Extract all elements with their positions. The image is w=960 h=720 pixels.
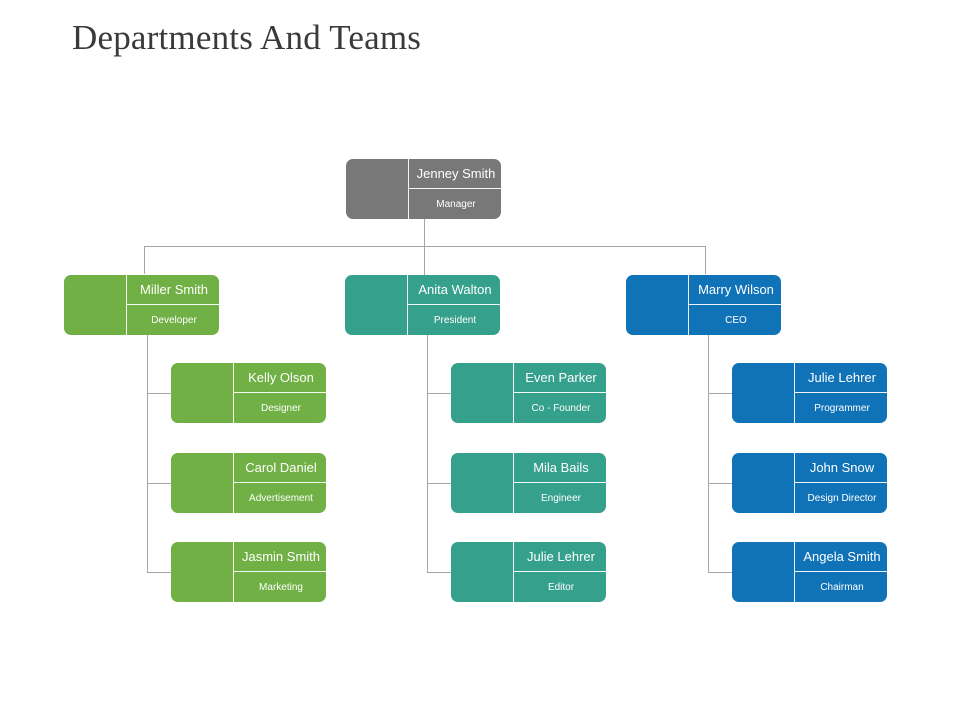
org-node-teal-report-3[interactable]: Julie Lehrer Editor: [451, 542, 608, 602]
org-node-blue-report-1-panel: Julie Lehrer Programmer: [794, 363, 889, 423]
org-node-green-report-1-role: Designer: [260, 402, 302, 414]
org-node-teal-report-1-name: Even Parker: [514, 363, 608, 393]
org-node-blue-report-1[interactable]: Julie Lehrer Programmer: [732, 363, 889, 423]
connector-stub-teal-1: [427, 393, 454, 394]
org-node-branch-green-head-panel: Miller Smith Developer: [126, 275, 221, 335]
org-node-green-report-2[interactable]: Carol Daniel Advertisement: [171, 453, 328, 513]
org-node-teal-report-2[interactable]: Mila Bails Engineer: [451, 453, 608, 513]
org-node-root-panel: Jenney Smith Manager: [408, 159, 503, 219]
connector-spine-green: [147, 334, 148, 572]
org-node-blue-report-3-role: Chairman: [820, 581, 864, 593]
org-node-blue-report-2[interactable]: John Snow Design Director: [732, 453, 889, 513]
org-node-root-role: Manager: [436, 198, 476, 210]
connector-stub-teal-3: [427, 572, 454, 573]
org-node-branch-blue-head-role: CEO: [725, 314, 747, 326]
org-node-green-report-2-name: Carol Daniel: [234, 453, 328, 483]
org-node-blue-report-2-role: Design Director: [807, 492, 877, 504]
org-node-green-report-2-panel: Carol Daniel Advertisement: [233, 453, 328, 513]
org-node-branch-teal-head-panel: Anita Walton President: [407, 275, 502, 335]
org-node-green-report-2-role: Advertisement: [249, 492, 313, 504]
connector-drop-blue: [705, 246, 706, 274]
org-node-teal-report-1-role: Co - Founder: [531, 402, 591, 414]
org-node-teal-report-3-name: Julie Lehrer: [514, 542, 608, 572]
org-node-branch-green-head[interactable]: Miller Smith Developer: [64, 275, 221, 335]
org-node-branch-teal-head-name: Anita Walton: [408, 275, 502, 305]
org-node-branch-blue-head-name: Marry Wilson: [689, 275, 783, 305]
org-node-teal-report-3-panel: Julie Lehrer Editor: [513, 542, 608, 602]
org-node-blue-report-1-name: Julie Lehrer: [795, 363, 889, 393]
org-node-blue-report-3-panel: Angela Smith Chairman: [794, 542, 889, 602]
org-node-blue-report-2-panel: John Snow Design Director: [794, 453, 889, 513]
org-node-green-report-1-name: Kelly Olson: [234, 363, 328, 393]
org-node-blue-report-3[interactable]: Angela Smith Chairman: [732, 542, 889, 602]
org-node-green-report-3-panel: Jasmin Smith Marketing: [233, 542, 328, 602]
org-node-blue-report-3-name: Angela Smith: [795, 542, 889, 572]
org-node-teal-report-1[interactable]: Even Parker Co - Founder: [451, 363, 608, 423]
org-node-branch-blue-head[interactable]: Marry Wilson CEO: [626, 275, 783, 335]
page-title: Departments And Teams: [72, 18, 422, 57]
connector-drop-green: [144, 246, 145, 274]
org-node-branch-blue-head-panel: Marry Wilson CEO: [688, 275, 783, 335]
connector-stub-blue-3: [708, 572, 735, 573]
org-node-blue-report-1-role: Programmer: [814, 402, 870, 414]
org-node-green-report-3-name: Jasmin Smith: [234, 542, 328, 572]
connector-stub-blue-2: [708, 483, 735, 484]
connector-stub-green-1: [147, 393, 174, 394]
connector-stub-green-3: [147, 572, 174, 573]
connector-stub-green-2: [147, 483, 174, 484]
org-node-green-report-3[interactable]: Jasmin Smith Marketing: [171, 542, 328, 602]
org-node-teal-report-2-name: Mila Bails: [514, 453, 608, 483]
org-node-root[interactable]: Jenney Smith Manager: [346, 159, 503, 219]
org-node-teal-report-3-role: Editor: [547, 581, 575, 593]
org-node-green-report-1-panel: Kelly Olson Designer: [233, 363, 328, 423]
org-node-branch-green-head-name: Miller Smith: [127, 275, 221, 305]
org-node-teal-report-1-panel: Even Parker Co - Founder: [513, 363, 608, 423]
org-node-root-name: Jenney Smith: [409, 159, 503, 189]
org-node-teal-report-2-panel: Mila Bails Engineer: [513, 453, 608, 513]
connector-stub-teal-2: [427, 483, 454, 484]
connector-spine-teal: [427, 334, 428, 572]
connector-spine-blue: [708, 334, 709, 572]
org-node-branch-teal-head[interactable]: Anita Walton President: [345, 275, 502, 335]
connector-drop-teal: [424, 246, 425, 274]
org-node-green-report-3-role: Marketing: [259, 581, 303, 593]
org-node-branch-green-head-role: Developer: [151, 314, 197, 326]
connector-stub-blue-1: [708, 393, 735, 394]
connector-level2-bus: [144, 246, 706, 247]
org-node-branch-teal-head-role: President: [433, 314, 477, 326]
org-node-blue-report-2-name: John Snow: [795, 453, 889, 483]
org-node-green-report-1[interactable]: Kelly Olson Designer: [171, 363, 328, 423]
org-node-teal-report-2-role: Engineer: [540, 492, 582, 504]
